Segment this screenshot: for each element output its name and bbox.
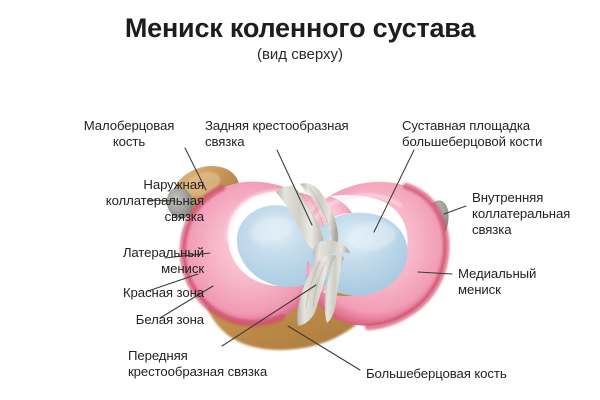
leader-mcl xyxy=(443,205,467,215)
page-title: Мениск коленного сустава xyxy=(124,13,476,43)
label-tibia: Большеберцовая кость xyxy=(366,366,507,381)
anterior-cruciate-ligament-band-2 xyxy=(324,254,344,323)
leader-tibia xyxy=(287,325,361,371)
leader-acl xyxy=(221,284,317,347)
lateral-articular-highlight xyxy=(250,216,294,244)
medial-meniscus-red-zone xyxy=(364,182,450,331)
leader-red-zone xyxy=(147,273,199,292)
title-block: Мениск коленного сустава (вид сверху) xyxy=(0,13,600,63)
posterior-cruciate-ligament xyxy=(276,185,325,252)
label-tibial-plateau: Суставная площадка большеберцовой кости xyxy=(402,118,543,150)
leader-med-meniscus xyxy=(417,271,453,275)
leader-fibula xyxy=(184,147,207,191)
anterior-cruciate-ligament xyxy=(297,254,336,326)
leader-lat-meniscus xyxy=(164,252,211,259)
cruciate-ligaments-group xyxy=(276,183,350,326)
medial-articular-highlight xyxy=(348,221,396,251)
leader-pcl xyxy=(276,149,313,226)
leader-white-zone xyxy=(159,285,214,319)
label-fibula: Малоберцовая кость xyxy=(83,118,175,150)
lateral-meniscus-ring xyxy=(182,181,316,324)
leader-lines xyxy=(147,147,467,371)
tibia-tuberosity-shape xyxy=(236,296,338,338)
medial-meniscus-white-zone xyxy=(308,193,403,231)
page-subtitle: (вид сверху) xyxy=(256,45,344,63)
label-red-zone: Красная зона xyxy=(122,285,204,300)
leader-lcl xyxy=(147,199,176,202)
intercondylar-band xyxy=(312,240,350,265)
label-lateral-meniscus: Латеральный мениск xyxy=(122,245,204,277)
fibula-highlight xyxy=(183,171,221,197)
label-lateral-collateral-ligament: Наружная коллатеральная связка xyxy=(105,177,204,225)
pcl-fibre-striations xyxy=(296,186,330,229)
lateral-collateral-ligament-attachment xyxy=(166,187,194,219)
acl-fibre-striations xyxy=(305,259,333,309)
label-anterior-cruciate-ligament: Передняя крестообразная связка xyxy=(128,348,268,380)
leader-plateau xyxy=(373,149,415,233)
medial-meniscus-ring xyxy=(308,181,447,326)
label-medial-collateral-ligament: Внутренняя коллатеральная связка xyxy=(472,190,571,238)
label-medial-meniscus: Медиальный мениск xyxy=(458,266,537,298)
lateral-meniscus-red-zone xyxy=(179,184,286,327)
label-white-zone: Белая зона xyxy=(135,312,204,327)
label-posterior-cruciate-ligament: Задняя крестообразная связка xyxy=(205,118,349,150)
